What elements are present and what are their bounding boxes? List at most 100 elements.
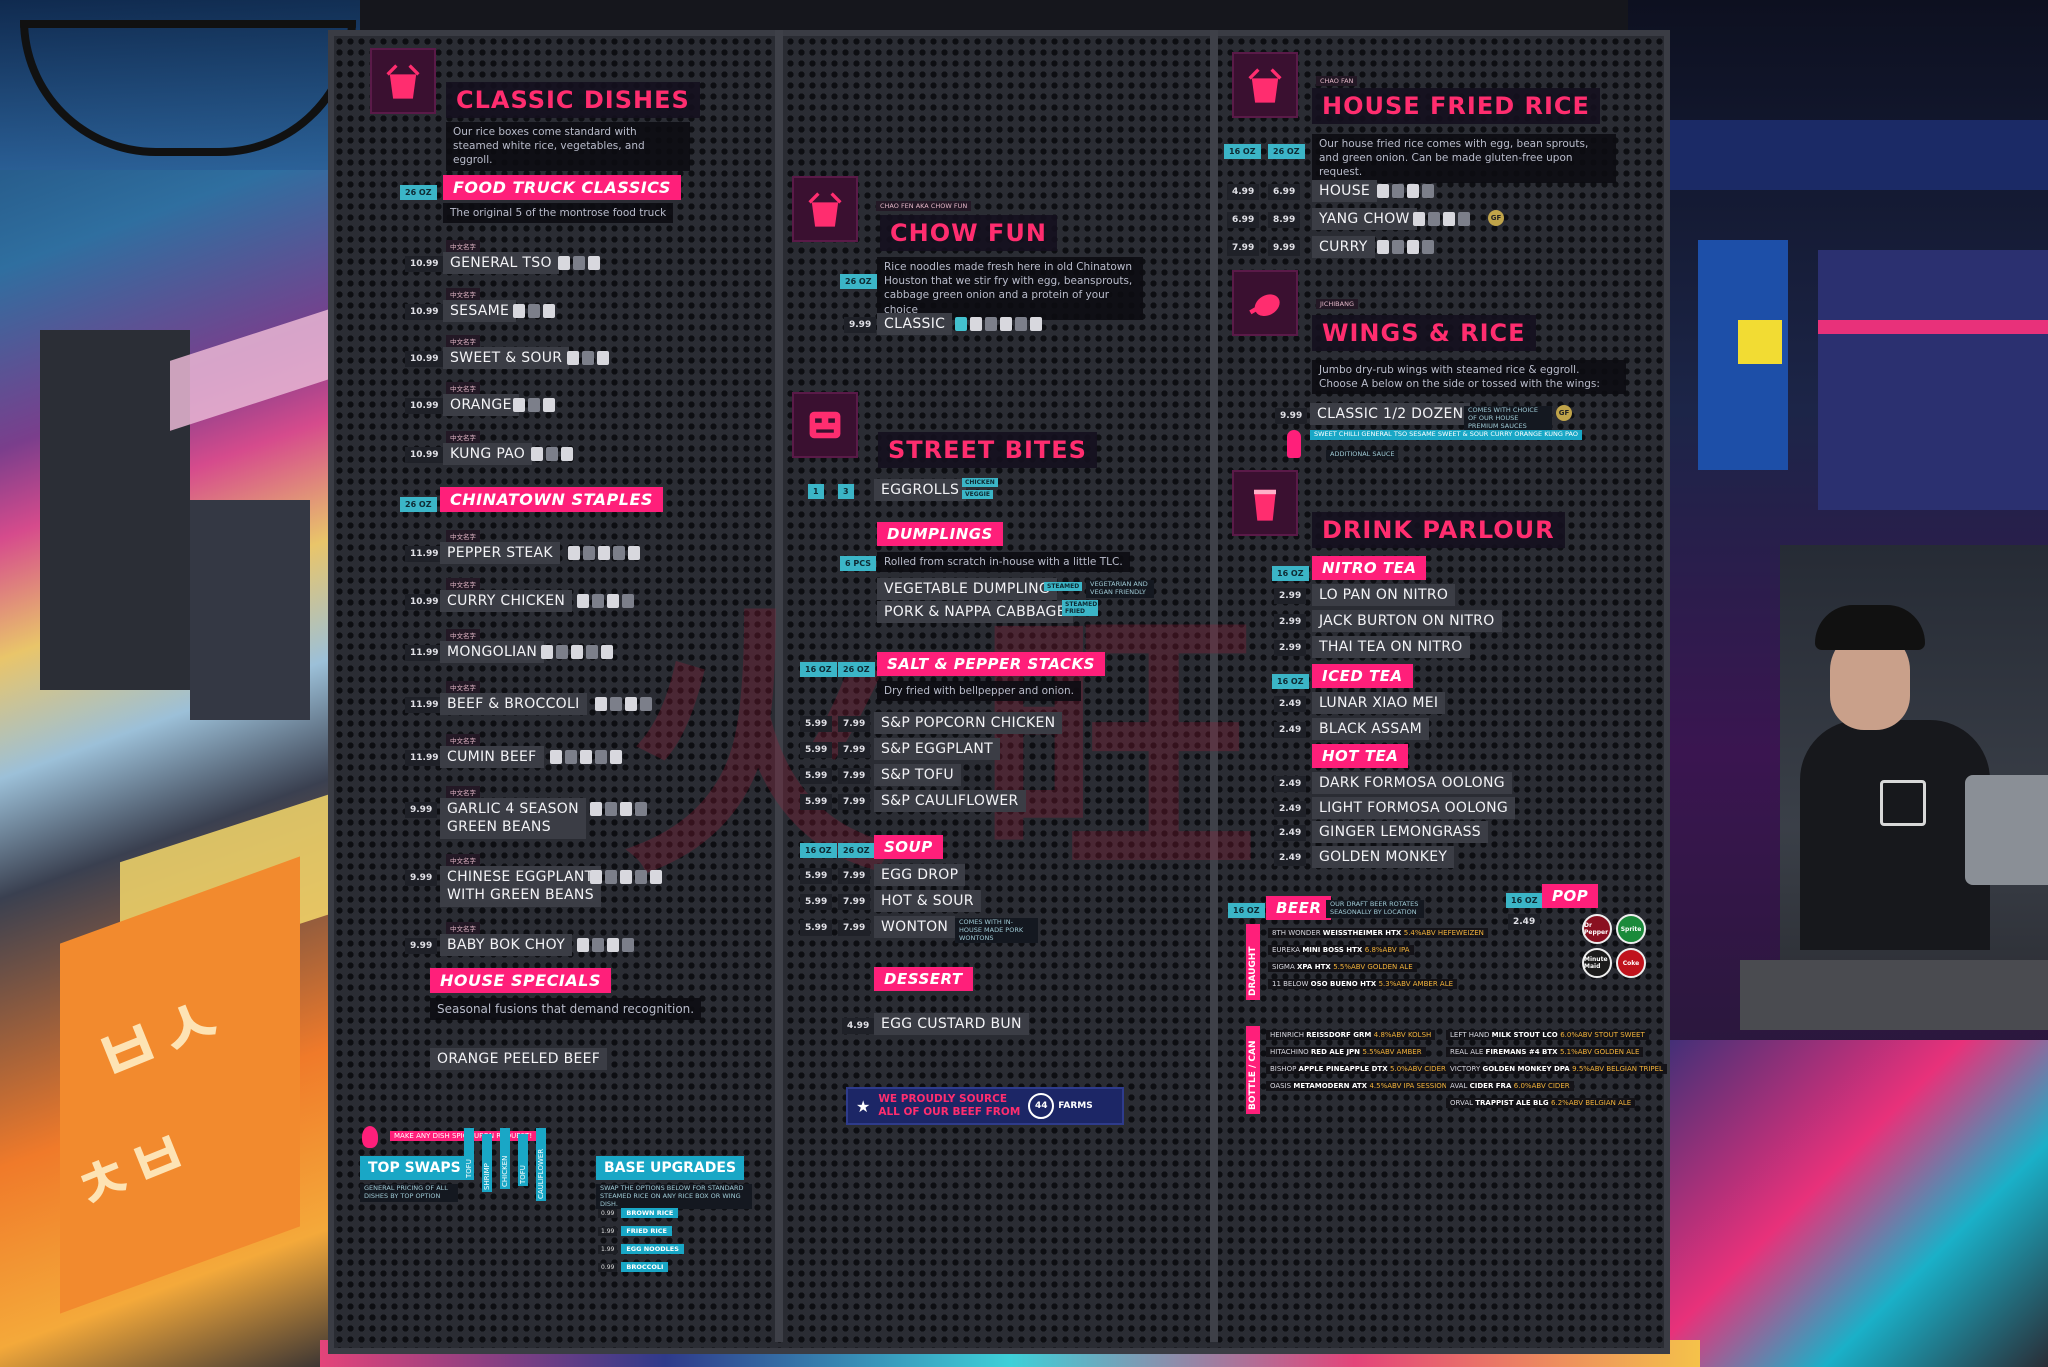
wings-desc: Jumbo dry-rub wings with steamed rice & … bbox=[1312, 360, 1626, 395]
menu-item-egg-custard-bun: EGG CUSTARD BUN bbox=[874, 1013, 1029, 1035]
size-chip: 26 OZ bbox=[1268, 144, 1305, 159]
size-chip: 16 OZ bbox=[1272, 566, 1309, 581]
chip-chicken: CHICKEN bbox=[962, 478, 998, 487]
price: 9.99 bbox=[1268, 240, 1301, 256]
beer-line: HITACHINO RED ALE JPN 5.5%ABV AMBER bbox=[1266, 1047, 1426, 1057]
mural-orange-panel bbox=[60, 856, 300, 1314]
egg-icon bbox=[592, 594, 604, 608]
price: 4.99 bbox=[1227, 184, 1260, 200]
fried-rice-subtitle: CHAO FAN bbox=[1316, 76, 1358, 86]
price: 9.99 bbox=[844, 317, 877, 333]
mural-block bbox=[1738, 320, 1782, 364]
coke-logo: Coke bbox=[1616, 948, 1646, 978]
tofu-icon bbox=[1015, 317, 1027, 331]
beer-name: MILK STOUT LCO bbox=[1491, 1031, 1561, 1039]
price: 10.99 bbox=[405, 594, 444, 610]
menu-item-kung-pao: KUNG PAO bbox=[443, 443, 533, 465]
price: 5.99 bbox=[800, 768, 833, 784]
sauce-list: SWEET CHILLI GENERAL TSO SESAME SWEET & … bbox=[1310, 430, 1582, 440]
chip-steamed-fried: STEAMED FRIED bbox=[1062, 600, 1098, 616]
size-chip: 26 OZ bbox=[838, 662, 875, 677]
beef-icon bbox=[543, 398, 555, 412]
beer-brewery: HITACHINO bbox=[1270, 1048, 1311, 1056]
beef-icon bbox=[588, 256, 600, 270]
price: 7.99 bbox=[838, 742, 871, 758]
menu-item-jack-burton-on-nitro: JACK BURTON ON NITRO bbox=[1312, 610, 1502, 632]
chow-fun-desc: Rice noodles made fresh here in old Chin… bbox=[877, 257, 1143, 320]
price: 7.99 bbox=[838, 716, 871, 732]
soup-tag: SOUP bbox=[874, 835, 943, 859]
swap-chip-tofu: TOFU bbox=[518, 1134, 528, 1186]
beef-icon bbox=[607, 594, 619, 608]
vegan-note: VEGETARIAN AND VEGAN FRIENDLY bbox=[1086, 580, 1154, 598]
tofu-icon bbox=[601, 645, 613, 659]
street-bites-title: STREET BITES bbox=[878, 432, 1097, 468]
price: 8.99 bbox=[1268, 212, 1301, 228]
shrimp-icon bbox=[635, 802, 647, 816]
house-fried-rice-title: HOUSE FRIED RICE bbox=[1312, 88, 1600, 124]
chili-icon bbox=[362, 1126, 378, 1148]
menu-item-eggrolls: EGGROLLS bbox=[874, 479, 967, 501]
egg-icon bbox=[1428, 212, 1440, 226]
beer-style: STOUT SWEET bbox=[1594, 1031, 1645, 1039]
menu-item-wonton: WONTON bbox=[874, 916, 956, 938]
menu-item-curry: CURRY bbox=[1312, 236, 1375, 258]
beer-name: FIREMANS #4 BTX bbox=[1485, 1048, 1560, 1056]
dessert-tag: DESSERT bbox=[874, 967, 973, 991]
beef-icon bbox=[620, 870, 632, 884]
price: 7.99 bbox=[1227, 240, 1260, 256]
beer-name: CIDER FRA bbox=[1469, 1082, 1514, 1090]
shrimp-icon bbox=[640, 697, 652, 711]
price: 2.49 bbox=[1274, 825, 1307, 841]
takeout-box-icon bbox=[792, 176, 858, 242]
price: 11.99 bbox=[405, 697, 444, 713]
dr-pepper-logo: Dr Pepper bbox=[1582, 914, 1612, 944]
beer-tag: BEER bbox=[1266, 896, 1332, 920]
beer-style: AMBER bbox=[1396, 1048, 1422, 1056]
price: 6.99 bbox=[1268, 184, 1301, 200]
beer-abv: 6.2%ABV bbox=[1551, 1099, 1586, 1107]
beer-line: EUREKA MINI BOSS HTX 6.8%ABV IPA bbox=[1268, 945, 1414, 955]
shrimp-icon bbox=[595, 750, 607, 764]
tofu-icon bbox=[610, 750, 622, 764]
item-chinese-label: 中文名字 bbox=[446, 530, 480, 542]
menu-item-yang-chow: YANG CHOW bbox=[1312, 208, 1417, 230]
shrimp-icon bbox=[622, 938, 634, 952]
upgrade-name: FRIED RICE bbox=[621, 1226, 672, 1236]
chip-steamed: STEAMED bbox=[1044, 582, 1083, 591]
tofu-icon bbox=[650, 870, 662, 884]
beef-source-banner: ★ WE PROUDLY SOURCE ALL OF OUR BEEF FROM… bbox=[846, 1087, 1124, 1126]
size-chip: 26 OZ bbox=[400, 497, 437, 512]
beer-name: GOLDEN MONKEY DPA bbox=[1482, 1065, 1573, 1073]
beef-icon bbox=[620, 802, 632, 816]
price: 5.99 bbox=[800, 894, 833, 910]
beer-abv: 5.3%ABV bbox=[1378, 980, 1413, 988]
item-chinese-label: 中文名字 bbox=[446, 240, 480, 252]
gluten-free-icon: GF bbox=[1556, 405, 1572, 421]
menu-item-s-p-eggplant: S&P EGGPLANT bbox=[874, 738, 1001, 760]
shrimp-icon bbox=[1000, 317, 1012, 331]
chicken-icon bbox=[590, 870, 602, 884]
beer-style: BELGIAN TRIPEL bbox=[1606, 1065, 1663, 1073]
dumplings-tag: DUMPLINGS bbox=[877, 522, 1003, 546]
shrimp-icon bbox=[586, 645, 598, 659]
left-mural: ㅂㅅ ㅊㅂ bbox=[0, 0, 380, 1367]
beef-icon bbox=[985, 317, 997, 331]
beer-line: REAL ALE FIREMANS #4 BTX 5.1%ABV GOLDEN … bbox=[1446, 1047, 1644, 1057]
food-truck-classics-tag: FOOD TRUCK CLASSICS bbox=[443, 175, 681, 200]
beef-icon bbox=[1407, 184, 1419, 198]
beer-brewery: 11 BELOW bbox=[1272, 980, 1311, 988]
size-chip: 26 OZ bbox=[838, 843, 875, 858]
chicken-icon bbox=[558, 256, 570, 270]
menu-item-classic: CLASSIC bbox=[877, 313, 953, 335]
menu-item-baby-bok-choy: BABY BOK CHOY bbox=[440, 934, 573, 956]
beef-icon bbox=[597, 351, 609, 365]
salt-pepper-desc: Dry fried with bellpepper and onion. bbox=[877, 681, 1081, 702]
size-chip: 16 OZ bbox=[800, 843, 837, 858]
size-chip: 16 OZ bbox=[800, 662, 837, 677]
shrimp-icon bbox=[635, 870, 647, 884]
menu-item-pork-nappa: PORK & NAPPA CABBAGE bbox=[877, 601, 1073, 623]
beef-icon bbox=[607, 938, 619, 952]
